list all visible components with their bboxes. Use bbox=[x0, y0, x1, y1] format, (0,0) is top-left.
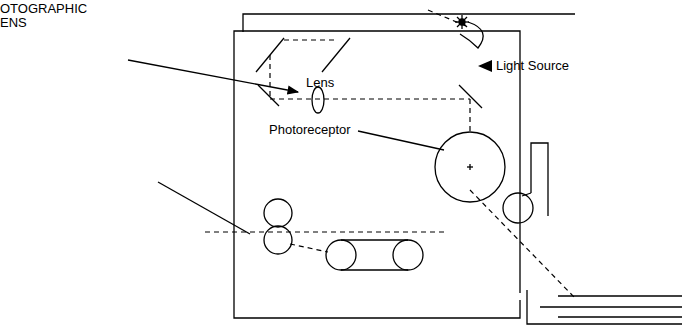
part-label: Lens bbox=[306, 76, 334, 90]
fuser-roller bbox=[264, 226, 292, 254]
paper-tray bbox=[527, 290, 682, 324]
reflector bbox=[460, 22, 483, 48]
developer-roller bbox=[503, 193, 533, 223]
part-label: Photoreceptor bbox=[269, 123, 351, 137]
light-path bbox=[205, 10, 575, 298]
toner-hopper bbox=[531, 143, 548, 216]
lens bbox=[312, 87, 324, 113]
paper-sheet bbox=[558, 316, 682, 317]
fuser-roller bbox=[264, 199, 292, 227]
leader-line bbox=[358, 131, 444, 150]
leader-line bbox=[128, 60, 298, 92]
arrowhead bbox=[478, 60, 492, 72]
belt bbox=[341, 239, 408, 240]
belt-roller bbox=[393, 240, 423, 270]
mirror bbox=[459, 85, 482, 108]
lid bbox=[243, 14, 575, 32]
belt bbox=[341, 269, 408, 270]
photoreceptor-drum bbox=[435, 132, 505, 202]
belt-roller bbox=[326, 240, 356, 270]
mirror bbox=[322, 38, 350, 72]
part-label: Light Source bbox=[496, 59, 569, 73]
housing bbox=[234, 31, 520, 318]
paper-sheet bbox=[558, 295, 682, 296]
leader-line bbox=[158, 182, 250, 234]
paper-sheet bbox=[540, 306, 682, 307]
callout-label: OTOGRAPHIC ENS bbox=[0, 2, 87, 30]
